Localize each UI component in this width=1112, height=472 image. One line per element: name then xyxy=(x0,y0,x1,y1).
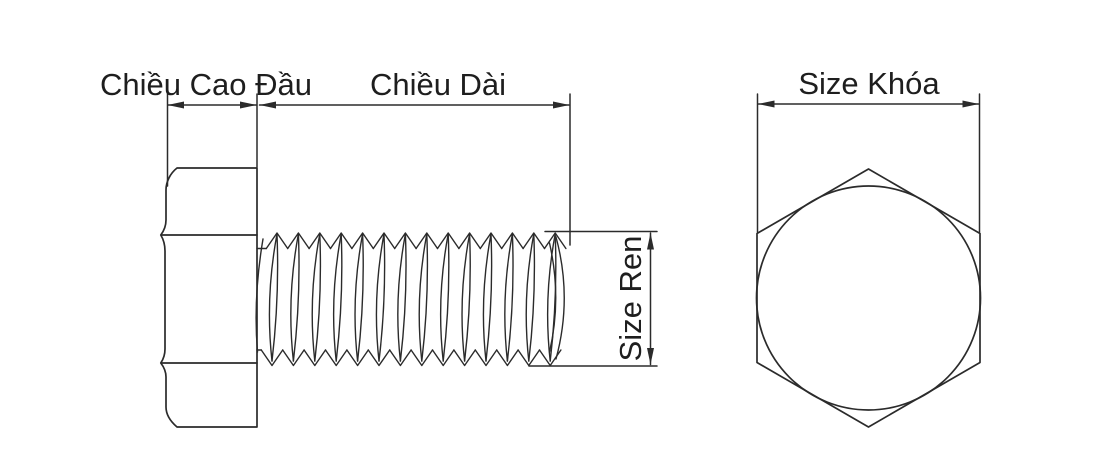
thread-size-label: Size Ren xyxy=(613,236,648,362)
bolt-front-view xyxy=(755,168,982,428)
bolt-side-view-head xyxy=(159,167,258,428)
wrench-size-label: Size Khóa xyxy=(798,66,940,101)
hex-head-outline xyxy=(756,168,981,428)
dim-wrench-size xyxy=(756,93,981,233)
dimension-arrowheads xyxy=(167,100,979,365)
drawing-linework xyxy=(159,93,982,428)
bolt-end-chamfer xyxy=(555,236,565,360)
dim-thread-size xyxy=(528,230,658,367)
length-label: Chiều Dài xyxy=(370,67,506,102)
dim-length xyxy=(258,93,571,246)
dimension-lines xyxy=(166,93,981,367)
bolt-side-view-thread xyxy=(255,232,567,367)
head-height-label: Chiều Cao Đầu xyxy=(100,67,312,102)
head-chamfer-circle xyxy=(755,185,982,411)
